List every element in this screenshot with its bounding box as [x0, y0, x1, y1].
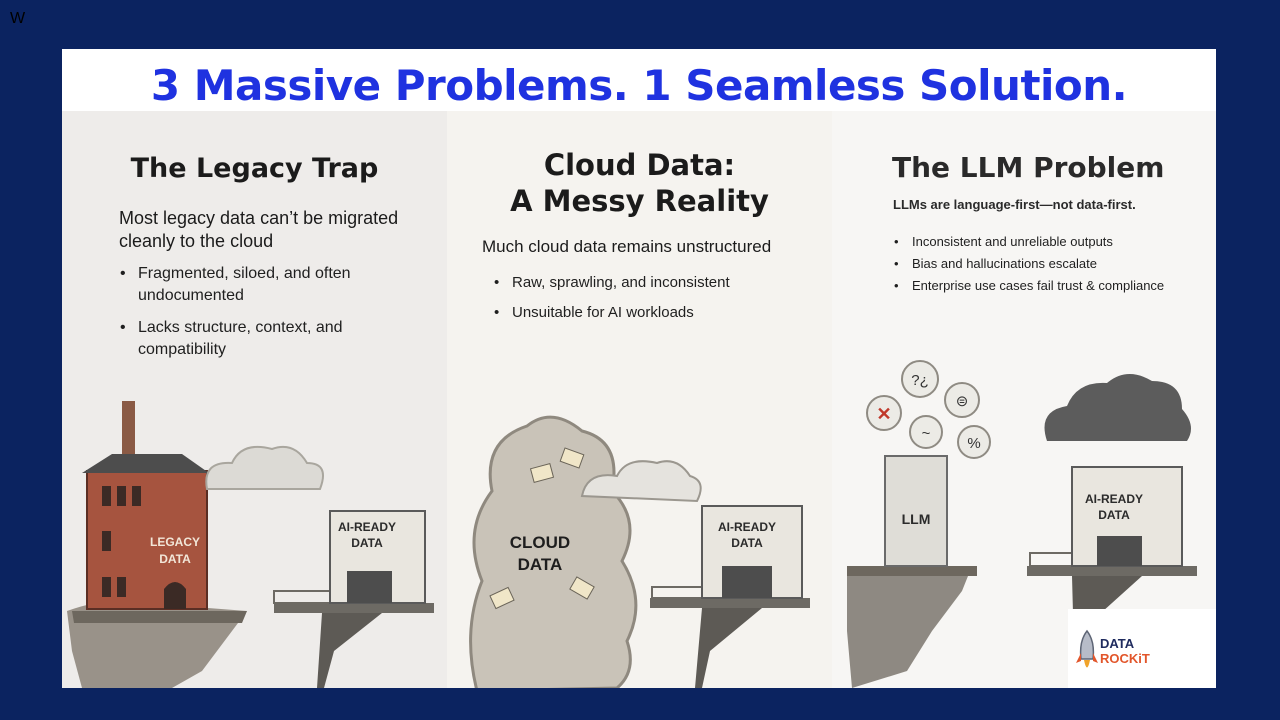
legacy-scene: LEGACY DATA AI-READY DATA [67, 401, 434, 688]
bullet-list: Raw, sprawling, and inconsistent Unsuita… [494, 272, 730, 332]
messy-cloud [469, 415, 638, 688]
logo-wordmark: DATA ROCKiT [1100, 636, 1150, 666]
corner-mark: W [10, 10, 26, 27]
panel-lead: Most legacy data can’t be migrated clean… [119, 208, 399, 251]
ai-ready-door [722, 566, 772, 598]
bubble-glyph: ⊜ [956, 393, 969, 410]
ai-ready-ledge [1027, 566, 1197, 576]
slide: 3 Massive Problems. 1 Seamless Solution.… [62, 49, 1216, 688]
ledge-support [695, 608, 762, 688]
legacy-roof [82, 454, 209, 473]
window [102, 531, 111, 551]
ai-ready-label: DATA [1098, 508, 1130, 522]
ai-ready-label: DATA [731, 536, 763, 550]
infographic: The Legacy Trap Most legacy data can’t b… [62, 111, 1216, 688]
railing [273, 590, 335, 604]
bullet-item: Inconsistent and unreliable outputs [894, 231, 1164, 253]
ledge-support [1072, 576, 1142, 651]
speech-bubble-icon [901, 360, 939, 398]
panel-lead: LLMs are language-first—not data-first. [893, 197, 1136, 212]
cliff-top-right [847, 566, 977, 576]
paper-icon [529, 463, 555, 483]
speech-bubble-icon [944, 382, 980, 418]
bullet-item: Fragmented, siloed, and often undocument… [120, 263, 380, 307]
railing [1029, 552, 1076, 567]
legacy-label: LEGACY [150, 535, 200, 549]
legacy-door [164, 582, 186, 609]
bullet-item: Unsuitable for AI workloads [494, 302, 730, 324]
panel-lead: Much cloud data remains unstructured [482, 237, 772, 256]
cloud-icon [580, 460, 702, 503]
paper-icon [569, 576, 595, 600]
bubble-glyph: ?¿ [911, 372, 929, 389]
dark-cloud-icon [1044, 373, 1191, 441]
ai-ready-label: AI-READY [718, 520, 776, 534]
error-x-icon: ✕ [876, 404, 891, 424]
window [117, 486, 126, 506]
legacy-label: DATA [159, 552, 191, 566]
cliff-top-left [72, 611, 247, 623]
llm-server [884, 455, 948, 567]
railing [651, 586, 708, 599]
panel-title-line: A Messy Reality [510, 184, 769, 218]
cloud-scene: CLOUD DATA AI-READY DATA [469, 415, 810, 688]
window [132, 486, 141, 506]
window [117, 577, 126, 597]
cliff-right [847, 566, 972, 688]
chimney [122, 401, 135, 456]
cloud-icon [205, 445, 324, 490]
bullet-list: Fragmented, siloed, and often undocument… [120, 263, 380, 371]
bubble-glyph: ~ [922, 425, 931, 442]
ai-ready-label: AI-READY [338, 520, 396, 534]
ai-ready-door [1097, 536, 1142, 566]
window [102, 486, 111, 506]
bullet-item: Lacks structure, context, and compatibil… [120, 317, 380, 361]
illustration-scene: LEGACY DATA AI-READY DATA CLOUD DATA [67, 360, 1197, 688]
bullet-item: Bias and hallucinations escalate [894, 253, 1164, 275]
logo-line: ROCKiT [1100, 651, 1150, 666]
llm-scene: LLM ✕ ?¿ ⊜ ~ % AI-READY DATA [847, 360, 1197, 688]
bullet-list: Inconsistent and unreliable outputs Bias… [894, 231, 1164, 297]
speech-bubble-icon [957, 425, 991, 459]
brand-logo: DATA ROCKiT [1068, 609, 1216, 688]
logo-line: DATA [1100, 636, 1135, 651]
headline: 3 Massive Problems. 1 Seamless Solution. [150, 61, 1128, 110]
error-bubble-icon [866, 395, 902, 431]
panel-title: The LLM Problem [892, 151, 1165, 184]
bullet-item: Raw, sprawling, and inconsistent [494, 272, 730, 294]
ledge-support [317, 613, 382, 688]
ai-ready-ledge [274, 603, 434, 613]
bullet-item: Enterprise use cases fail trust & compli… [894, 275, 1164, 297]
cloud-data-label: DATA [518, 555, 563, 574]
ai-ready-label: AI-READY [1085, 492, 1143, 506]
paper-icon [559, 447, 585, 469]
cloud-data-label: CLOUD [510, 533, 570, 552]
llm-label: LLM [902, 511, 931, 527]
speech-bubble-icon [909, 415, 943, 449]
paper-icon [489, 586, 515, 610]
bubble-glyph: % [967, 435, 980, 452]
window [102, 577, 111, 597]
ai-ready-building [1071, 466, 1183, 567]
rocket-icon [1076, 629, 1098, 668]
panel-title: Cloud Data: A Messy Reality [447, 147, 832, 219]
ai-ready-ledge [650, 598, 810, 608]
ai-ready-label: DATA [351, 536, 383, 550]
panel-title-line: Cloud Data: [543, 148, 736, 182]
ai-ready-door [347, 571, 392, 603]
panel-title: The Legacy Trap [130, 153, 379, 184]
